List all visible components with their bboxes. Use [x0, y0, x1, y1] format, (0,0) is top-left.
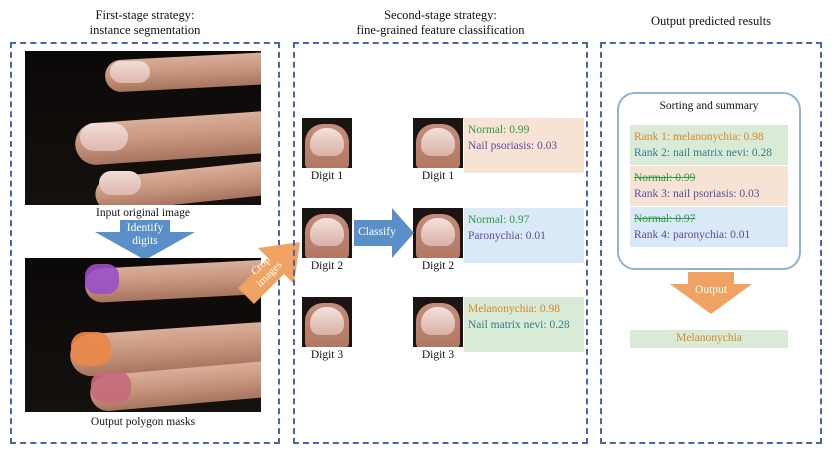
- summary-row-1-line1: Rank 1: melanonychia: 0.98: [634, 131, 764, 143]
- digit-1-crop: [302, 118, 352, 168]
- summary-row-2-line1: Normal: 0.99: [634, 172, 696, 184]
- nail-middle: [80, 123, 128, 151]
- summary-row-1: Rank 1: melanonychia: 0.98 Rank 2: nail …: [630, 125, 788, 165]
- mask-pink: [91, 372, 131, 402]
- final-result-box: [630, 330, 788, 348]
- digit-3-crop: [302, 297, 352, 347]
- summary-row-2: Normal: 0.99 Rank 3: nail psoriasis: 0.0…: [630, 166, 788, 206]
- digit-1-classified: [413, 118, 463, 168]
- digit-2-crop: [302, 208, 352, 258]
- output-arrow: [670, 272, 752, 314]
- digit-2-result-line1: Normal: 0.97: [468, 214, 530, 226]
- digit-1-left-caption: Digit 1: [310, 170, 344, 182]
- output-label: Output: [695, 284, 727, 296]
- identify-digits-label: Identify digits: [115, 222, 175, 248]
- digit-3-result: Melanonychia: 0.98 Nail matrix nevi: 0.2…: [464, 297, 584, 352]
- input-caption: Input original image: [96, 207, 190, 219]
- crop-images-arrow: [238, 242, 300, 304]
- summary-row-3-line2: Rank 4: paronychia: 0.01: [634, 229, 751, 241]
- polygon-mask-image: [25, 258, 261, 412]
- identify-digits-arrow: [95, 220, 195, 260]
- digit-2-left-caption: Digit 2: [310, 260, 344, 272]
- nail-top: [110, 61, 150, 83]
- digit-1-result: Normal: 0.99 Nail psoriasis: 0.03: [464, 118, 584, 173]
- identify-label-line2: digits: [132, 235, 158, 247]
- stage2-title-line1: Second-stage strategy:: [384, 8, 497, 22]
- stage1-title-line1: First-stage strategy:: [95, 8, 195, 22]
- summary-row-2-line2: Rank 3: nail psoriasis: 0.03: [634, 188, 760, 200]
- summary-title: Sorting and summary: [659, 100, 759, 112]
- stage2-title-line2: fine-grained feature classification: [356, 23, 525, 37]
- digit-3-result-line1: Melanonychia: 0.98: [468, 303, 560, 315]
- stage1-title-line2: instance segmentation: [89, 23, 201, 37]
- digit-1-result-line2: Nail psoriasis: 0.03: [468, 140, 558, 152]
- stage3-title: Output predicted results: [650, 14, 772, 28]
- final-result: Melanonychia: [676, 332, 742, 344]
- input-original-image: [25, 51, 261, 205]
- digit-3-left-caption: Digit 3: [310, 349, 344, 361]
- mask-purple: [85, 264, 119, 294]
- stage1-title: First-stage strategy: instance segmentat…: [10, 8, 280, 38]
- mask-caption: Output polygon masks: [90, 416, 196, 428]
- stage2-panel: [293, 42, 588, 444]
- identify-label-line1: Identify: [126, 222, 164, 234]
- stage2-title: Second-stage strategy: fine-grained feat…: [293, 8, 588, 38]
- stage1-panel: [10, 42, 280, 444]
- digit-3-classified: [413, 297, 463, 347]
- stage3-panel: [600, 42, 822, 444]
- summary-box: [617, 92, 801, 270]
- digit-1-right-caption: Digit 1: [421, 170, 455, 182]
- mask-orange: [71, 332, 111, 366]
- summary-row-1-line2: Rank 2: nail matrix nevi: 0.28: [634, 147, 772, 159]
- nail-bottom: [99, 171, 141, 195]
- digit-2-right-caption: Digit 2: [421, 260, 455, 272]
- digit-2-result-line2: Paronychia: 0.01: [468, 230, 546, 242]
- digit-2-result: Normal: 0.97 Paronychia: 0.01: [464, 208, 584, 263]
- digit-1-result-line1: Normal: 0.99: [468, 124, 530, 136]
- digit-2-classified: [413, 208, 463, 258]
- summary-row-3: Normal: 0.97 Rank 4: paronychia: 0.01: [630, 207, 788, 247]
- classify-arrow: [354, 208, 414, 258]
- summary-row-3-line1: Normal: 0.97: [634, 213, 696, 225]
- digit-3-result-line2: Nail matrix nevi: 0.28: [468, 319, 570, 331]
- digit-3-right-caption: Digit 3: [421, 349, 455, 361]
- classify-label: Classify: [358, 226, 396, 238]
